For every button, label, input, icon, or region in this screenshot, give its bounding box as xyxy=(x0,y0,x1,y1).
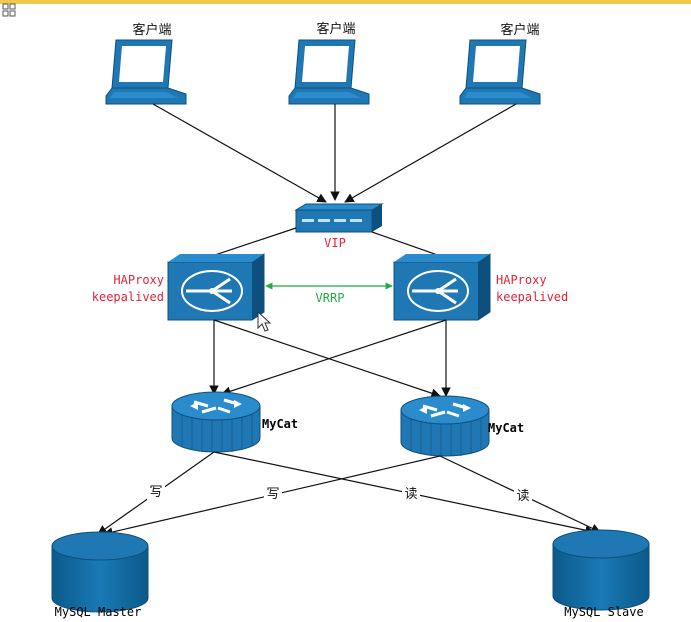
vip-switch: VIP xyxy=(294,203,384,250)
read-label-left: 读 xyxy=(404,487,417,502)
mycat-left-label: MyCat xyxy=(262,417,298,431)
mycat-right-label: MyCat xyxy=(488,421,524,435)
mouse-cursor-icon xyxy=(257,310,272,332)
haproxy-right-node: HAProxy keepalived xyxy=(392,252,568,322)
haproxy-mycat-connections xyxy=(209,319,451,398)
mysql-slave-node: MySQL Slave xyxy=(552,529,650,619)
client-connections xyxy=(152,103,517,203)
vrrp-label: VRRP xyxy=(316,291,345,305)
write-label-left: 写 xyxy=(149,485,162,500)
client-label: 客户端 xyxy=(500,22,539,38)
window-top-border xyxy=(0,0,691,4)
mycat-left-node: MyCat xyxy=(170,390,298,454)
edge-labels: 写 写 读 读 xyxy=(147,482,532,504)
grid-icon xyxy=(2,3,16,17)
mycat-right-node: MyCat xyxy=(399,394,524,458)
haproxy-left-label-2: keepalived xyxy=(92,290,164,304)
vip-connections xyxy=(211,227,447,259)
mysql-master-node: MySQL Master xyxy=(51,531,149,619)
haproxy-left-label-1: HAProxy xyxy=(113,273,164,287)
mysql-master-label: MySQL Master xyxy=(55,605,142,619)
write-label-right: 写 xyxy=(266,487,279,502)
mysql-slave-label: MySQL Slave xyxy=(564,605,643,619)
client-laptop-3: 客户端 xyxy=(459,22,541,105)
client-laptop-2: 客户端 xyxy=(288,21,370,105)
client-label: 客户端 xyxy=(316,21,355,37)
haproxy-right-label-1: HAProxy xyxy=(496,273,547,287)
read-label-right: 读 xyxy=(516,489,529,504)
vrrp-link: VRRP xyxy=(265,282,393,305)
client-label: 客户端 xyxy=(132,22,171,38)
haproxy-right-label-2: keepalived xyxy=(496,290,568,304)
vip-label: VIP xyxy=(324,236,346,250)
haproxy-left-node: HAProxy keepalived xyxy=(92,252,266,322)
client-laptop-1: 客户端 xyxy=(105,22,187,105)
